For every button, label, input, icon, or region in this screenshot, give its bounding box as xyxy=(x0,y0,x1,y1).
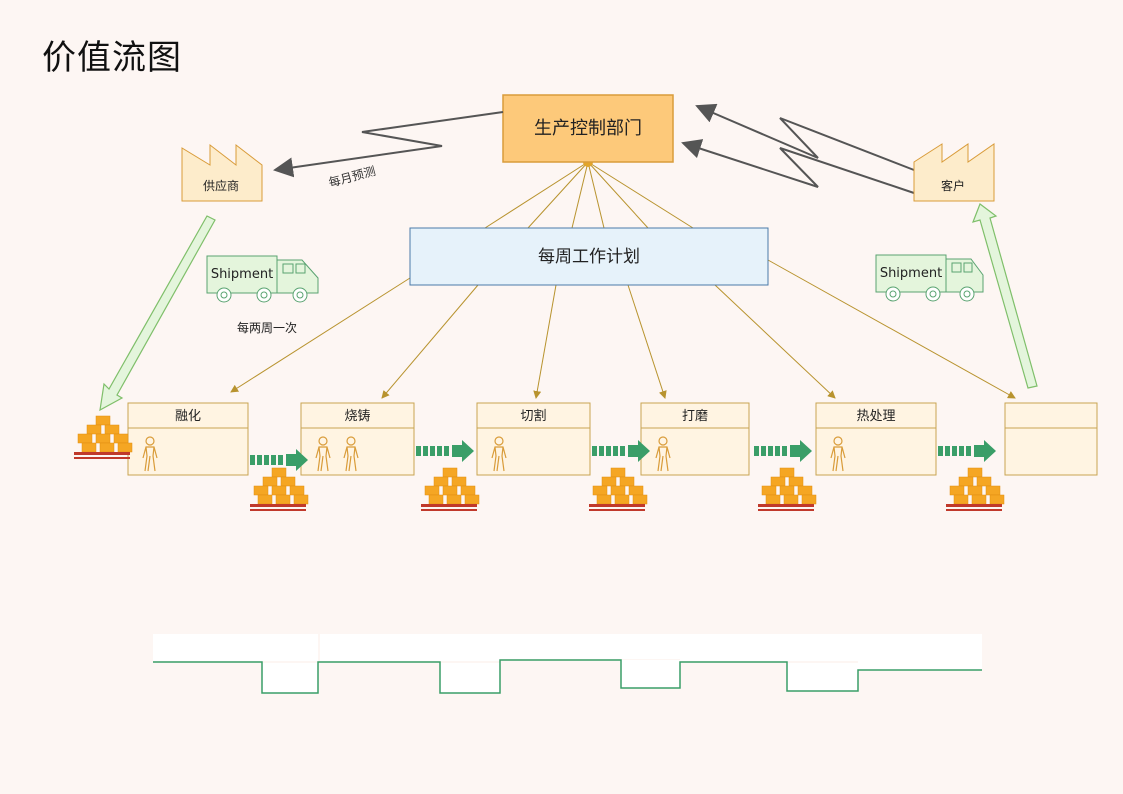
process-box xyxy=(1004,402,1098,476)
page-title: 价值流图 xyxy=(42,38,182,78)
customer-to-control-arrow-1 xyxy=(695,103,915,171)
push-arrow xyxy=(938,440,996,462)
operator-icon xyxy=(830,436,846,472)
inventory-row xyxy=(74,415,1005,511)
delivery-frequency-label: 每两周一次 xyxy=(237,320,297,335)
process-name: 融化 xyxy=(175,409,201,424)
truck-icon-supplier xyxy=(206,255,319,303)
inventory-icon xyxy=(250,467,309,511)
customer-factory-icon xyxy=(913,143,995,202)
process-box: 热处理 xyxy=(815,402,937,476)
truck-label-supplier: Shipment xyxy=(211,267,273,282)
process-box: 融化 xyxy=(127,402,249,476)
push-arrow xyxy=(592,440,650,462)
truck-label-customer: Shipment xyxy=(880,266,942,281)
truck-icon-customer xyxy=(875,254,984,302)
operator-icon xyxy=(315,436,331,472)
forecast-to-supplier-arrow xyxy=(273,111,504,178)
operator-icon xyxy=(491,436,507,472)
inventory-icon xyxy=(758,467,817,511)
timeline xyxy=(153,634,982,694)
push-arrow xyxy=(416,440,474,462)
process-name: 切割 xyxy=(520,408,546,424)
inventory-icon xyxy=(946,467,1005,511)
process-name: 热处理 xyxy=(856,409,895,424)
weekly-plan-box xyxy=(409,227,769,286)
production-control-box xyxy=(502,94,674,163)
push-arrow-row xyxy=(250,440,996,471)
operator-icon xyxy=(343,436,359,472)
push-arrow xyxy=(250,449,308,471)
customer-shipment-arrow xyxy=(972,203,1038,389)
process-name: 打磨 xyxy=(682,409,708,424)
operator-icon xyxy=(142,436,158,472)
push-arrow xyxy=(754,440,812,462)
customer-label: 客户 xyxy=(941,178,965,193)
supplier-shipment-arrow xyxy=(99,215,216,412)
inventory-icon xyxy=(421,467,480,511)
process-row: 融化 烧铸 切割 打磨 热处理 xyxy=(127,402,1098,476)
inventory-icon xyxy=(589,467,648,511)
process-box: 烧铸 xyxy=(300,402,415,476)
weekly-plan-label: 每周工作计划 xyxy=(538,247,640,267)
supplier-label: 供应商 xyxy=(203,178,239,193)
monthly-forecast-label: 每月预测 xyxy=(327,163,377,190)
inventory-icon xyxy=(74,415,133,459)
process-box: 打磨 xyxy=(640,402,750,476)
process-box: 切割 xyxy=(476,402,591,476)
process-name: 烧铸 xyxy=(344,408,370,424)
production-control-label: 生产控制部门 xyxy=(534,118,642,139)
plan-to-process-links xyxy=(230,259,1016,399)
operator-icon xyxy=(655,436,671,472)
control-to-plan-links xyxy=(484,161,694,229)
customer-to-control-arrow-2 xyxy=(681,139,915,194)
supplier-factory-icon xyxy=(181,143,263,202)
